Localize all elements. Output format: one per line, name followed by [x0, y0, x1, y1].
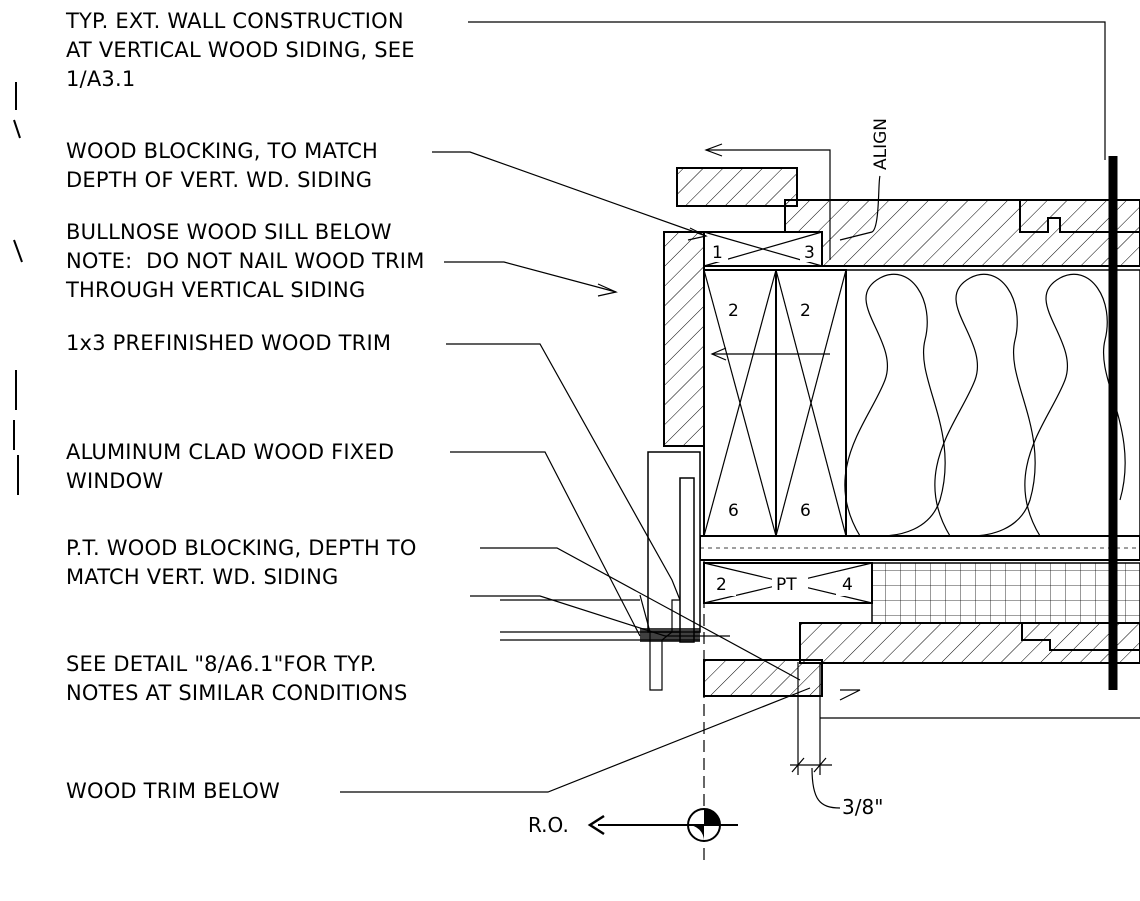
member-1x3 [703, 231, 823, 267]
vertical-trim-board [663, 231, 705, 447]
note-pt-blocking: P.T. WOOD BLOCKING, DEPTH TO MATCH VERT.… [66, 536, 417, 589]
top-wood-blocking [676, 167, 798, 207]
note-wood-trim-below: WOOD TRIM BELOW [66, 779, 280, 803]
center-line [587, 560, 738, 860]
member-numbers: 1 3 2 2 6 6 2 PT 4 [712, 243, 853, 595]
label-pt-4: 4 [842, 575, 853, 595]
label-stud-2b: 2 [800, 301, 811, 321]
dimension-label: 3/8" [842, 795, 883, 819]
note-window: ALUMINUM CLAD WOOD FIXED WINDOW [66, 440, 395, 493]
note-see-detail: SEE DETAIL "8/A6.1"FOR TYP. NOTES AT SIM… [66, 652, 408, 705]
ro-label: R.O. [528, 813, 569, 837]
margin-marks [13, 82, 23, 495]
studs-2x6 [703, 269, 847, 537]
label-stud-6a: 6 [728, 501, 739, 521]
label-stud-2a: 2 [728, 301, 739, 321]
note-prefinished-trim: 1x3 PREFINISHED WOOD TRIM [66, 331, 392, 355]
align-label: ALIGN [871, 118, 891, 170]
note-bullnose-sill: BULLNOSE WOOD SILL BELOW NOTE: DO NOT NA… [66, 220, 425, 302]
top-siding-section [784, 199, 1140, 267]
leader-lines [340, 21, 1140, 793]
grid-fill [871, 562, 1140, 624]
note-wood-blocking: WOOD BLOCKING, TO MATCH DEPTH OF VERT. W… [66, 139, 379, 192]
pt-blocking [703, 562, 873, 604]
label-stud-6b: 6 [800, 501, 811, 521]
batt-insulation [844, 269, 1140, 537]
note-wall-construction: TYP. EXT. WALL CONSTRUCTION AT VERTICAL … [66, 9, 415, 91]
label-member-1: 1 [712, 243, 723, 263]
label-pt-2: 2 [716, 575, 727, 595]
sheathing-strip [699, 535, 1140, 561]
align-reference [704, 143, 881, 361]
bottom-siding-section [703, 622, 1140, 697]
label-member-3: 3 [804, 243, 815, 263]
label-pt: PT [776, 575, 797, 595]
